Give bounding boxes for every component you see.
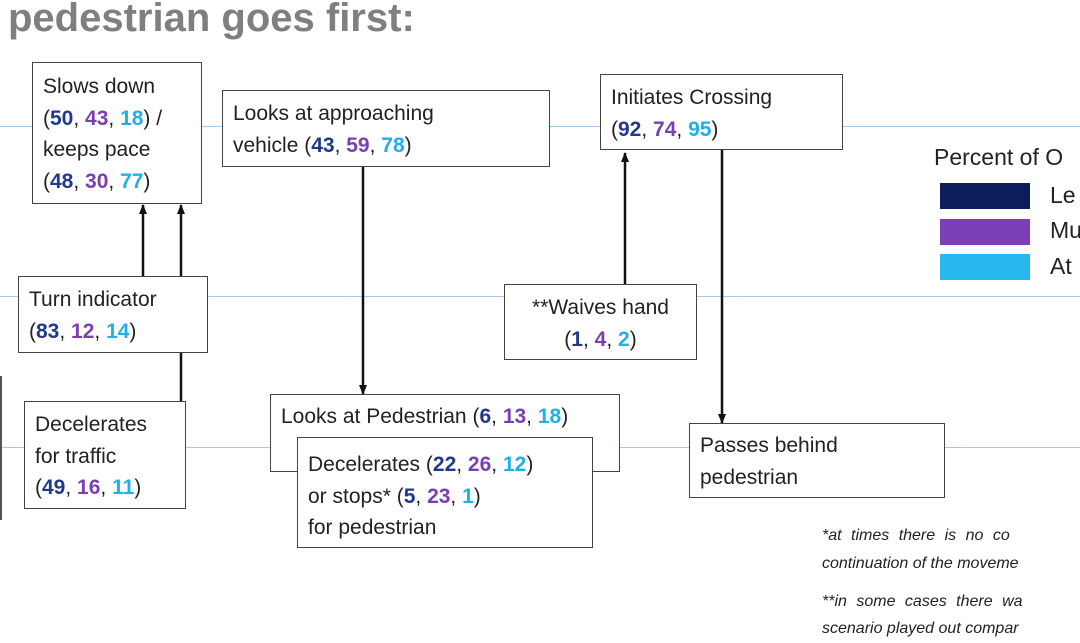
footnote-2-line1: **in some cases there wa	[822, 593, 1023, 610]
box-decelerates-pedestrian-line3: for pedestrian	[308, 516, 437, 539]
box-turn-indicator: Turn indicator (83, 12, 14)	[18, 276, 208, 353]
value-3: 11	[112, 476, 135, 499]
box-decelerates-pedestrian: Decelerates (22, 26, 12) or stops* (5, 2…	[297, 437, 593, 548]
footnote-2-line2: scenario played out compar	[822, 620, 1019, 637]
value-3: 12	[502, 453, 527, 476]
value-1: 5	[403, 484, 416, 508]
box-decelerates-traffic: Decelerates for traffic (49, 16, 11)	[24, 401, 186, 509]
box-initiates-crossing: Initiates Crossing (92, 74, 95)	[600, 74, 843, 150]
value-3: 77	[120, 169, 144, 193]
box-waives-hand: **Waives hand (1, 4, 2)	[504, 284, 697, 360]
value-2: 59	[346, 133, 370, 157]
value-1: 22	[432, 453, 457, 476]
box-waives-hand-line1: **Waives hand	[532, 296, 669, 319]
footnote-1-line2: continuation of the moveme	[822, 555, 1019, 572]
value-2: 26	[467, 453, 492, 476]
value-3: 18	[537, 405, 562, 428]
value-1: 43	[311, 133, 335, 157]
value-2: 30	[85, 169, 109, 193]
legend-label-1: Le	[1050, 182, 1076, 208]
box-decelerates-traffic-line2: for traffic	[35, 444, 117, 468]
value-1: 49	[42, 476, 66, 499]
box-slows-down-mid: keeps pace	[43, 138, 151, 161]
value-2: 23	[427, 484, 451, 508]
value-3: 1	[462, 484, 474, 508]
box-passes-behind: Passes behind pedestrian	[689, 423, 945, 498]
box-slows-down: Slows down (50, 43, 18) / keeps pace (48…	[32, 62, 202, 204]
value-2: 74	[653, 117, 677, 141]
box-looks-at-vehicle-prefix: vehicle	[233, 133, 299, 157]
box-initiates-crossing-line1: Initiates Crossing	[611, 86, 773, 109]
value-1: 48	[50, 169, 74, 193]
box-slows-down-line1: Slows down	[43, 75, 156, 98]
box-passes-behind-line2: pedestrian	[700, 465, 799, 489]
box-decelerates-traffic-line1: Decelerates	[35, 413, 148, 436]
box-turn-indicator-line1: Turn indicator	[29, 288, 157, 311]
value-1: 92	[618, 117, 642, 141]
box-looks-at-vehicle: Looks at approaching vehicle (43, 59, 78…	[222, 90, 550, 167]
legend-label-2: Mu	[1050, 217, 1080, 243]
value-2: 43	[85, 106, 109, 130]
box-decelerates-pedestrian-mid: or stops*	[308, 484, 391, 508]
legend-title: Percent of O	[934, 144, 1064, 170]
value-2: 16	[77, 476, 101, 499]
value-3: 18	[120, 106, 144, 130]
value-3: 95	[688, 117, 712, 141]
page-title: pedestrian goes first:	[8, 0, 415, 40]
box-looks-at-vehicle-line1: Looks at approaching	[233, 102, 434, 125]
value-2: 13	[502, 405, 527, 428]
value-2: 12	[71, 319, 95, 343]
value-1: 1	[571, 327, 583, 351]
left-cutoff-box-edge	[0, 376, 2, 520]
value-3: 2	[618, 327, 630, 351]
legend-swatch-3	[940, 254, 1030, 280]
footnote-1-line1: *at times there is no co	[822, 527, 1010, 544]
legend-swatch-1	[940, 183, 1030, 209]
value-3: 78	[381, 133, 405, 157]
legend-swatch-2	[940, 219, 1030, 245]
value-1: 50	[50, 106, 74, 130]
value-3: 14	[106, 319, 130, 343]
box-looks-at-pedestrian-prefix: Looks at Pedestrian	[281, 405, 467, 428]
value-1: 6	[479, 405, 492, 428]
value-2: 4	[594, 327, 607, 351]
legend-label-3: At	[1050, 253, 1072, 279]
box-decelerates-pedestrian-prefix: Decelerates	[308, 453, 421, 476]
value-1: 83	[36, 319, 60, 343]
box-passes-behind-line1: Passes behind	[700, 434, 838, 457]
